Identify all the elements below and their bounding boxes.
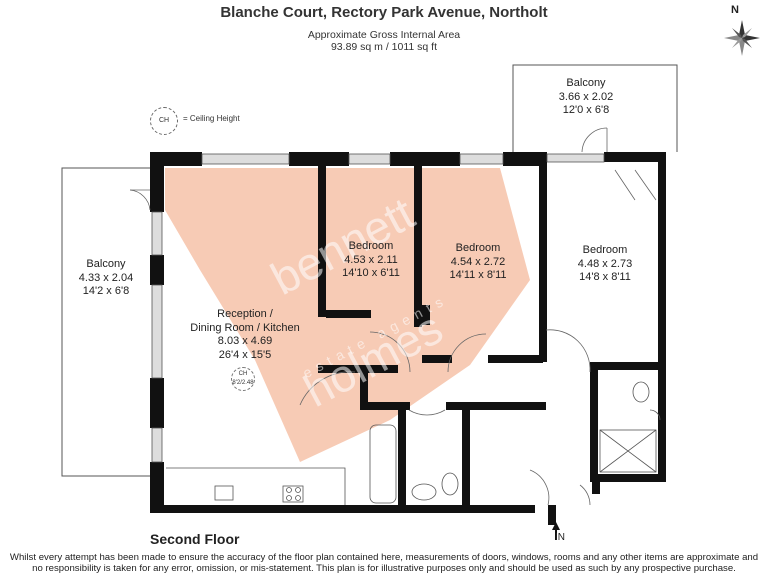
ceiling-height-legend-text: = Ceiling Height <box>183 114 240 123</box>
bedroom-1-label: Bedroom 4.53 x 2.11 14'10 x 6'11 <box>336 240 406 281</box>
room-metric: 4.53 x 2.11 <box>344 253 398 266</box>
room-metric: 3.66 x 2.02 <box>558 90 614 103</box>
area-value: 93.89 sq m / 1011 sq ft <box>330 41 438 53</box>
reception-label: Reception / Dining Room / Kitchen 8.03 x… <box>180 308 310 362</box>
interior-walls <box>318 162 658 510</box>
room-name-line1: Reception / <box>217 308 273 320</box>
room-imperial: 14'2 x 6'8 <box>82 285 130 297</box>
bath-fixtures <box>369 381 661 504</box>
area-caption: Approximate Gross Internal Area <box>307 29 461 41</box>
room-metric: 4.48 x 2.73 <box>577 257 633 270</box>
room-name: Bedroom <box>348 240 394 252</box>
room-imperial: 12'0 x 6'8 <box>562 104 610 116</box>
balcony-top-label: Balcony 3.66 x 2.02 12'0 x 6'8 <box>556 77 616 118</box>
compass-rose-icon <box>724 20 760 56</box>
balcony-left-label: Balcony 4.33 x 2.04 14'2 x 6'8 <box>76 258 136 299</box>
balcony-left-outline <box>61 167 150 477</box>
room-name: Balcony <box>566 77 606 89</box>
room-imperial: 26'4 x 15'5 <box>218 348 272 361</box>
kitchen-counter <box>166 467 346 505</box>
ceiling-height-marker: CH 8'2/2.48 <box>231 367 255 391</box>
entrance-label: IN <box>555 532 565 543</box>
windows <box>151 153 605 463</box>
disclaimer-line-1: Whilst every attempt has been made to en… <box>9 552 759 563</box>
disclaimer-line-2: no responsibility is taken for any error… <box>32 563 736 574</box>
bedroom-2-label: Bedroom 4.54 x 2.72 14'11 x 8'11 <box>443 242 513 283</box>
ch-value: 8'2/2.48 <box>232 380 254 386</box>
ceiling-height-legend-icon: CH <box>150 107 178 135</box>
room-metric: 8.03 x 4.69 <box>217 335 273 347</box>
room-name-line2: Dining Room / Kitchen <box>190 321 300 334</box>
plan-title: Blanche Court, Rectory Park Avenue, Nort… <box>220 4 548 21</box>
room-metric: 4.54 x 2.72 <box>450 255 506 268</box>
ch-abbrev: CH <box>238 371 248 377</box>
bedroom-3-label: Bedroom 4.48 x 2.73 14'8 x 8'11 <box>570 244 640 285</box>
compass-north-label: N <box>731 4 739 16</box>
balcony-top-outline <box>512 64 678 152</box>
room-name: Bedroom <box>582 244 628 256</box>
room-imperial: 14'10 x 6'11 <box>342 267 400 279</box>
entrance-arrow-icon <box>552 522 560 540</box>
room-imperial: 14'8 x 8'11 <box>579 271 631 283</box>
disclaimer: Whilst every attempt has been made to en… <box>0 552 768 574</box>
room-name: Balcony <box>86 258 126 270</box>
room-imperial: 14'11 x 8'11 <box>449 269 507 281</box>
room-name: Bedroom <box>455 242 501 254</box>
floor-label: Second Floor <box>150 531 240 547</box>
door-swings <box>129 127 657 506</box>
outer-walls <box>150 152 666 525</box>
room-metric: 4.33 x 2.04 <box>78 271 134 284</box>
